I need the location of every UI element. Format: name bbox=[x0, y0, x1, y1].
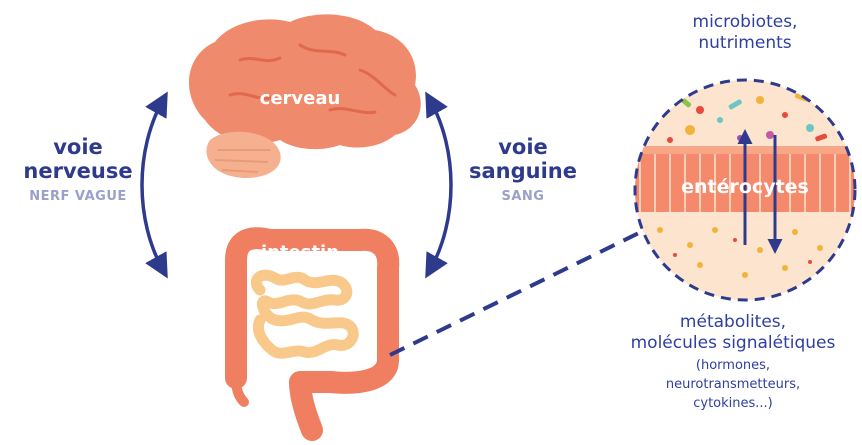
output-label-line3: (hormones, bbox=[608, 356, 858, 375]
enterocytes-label: entérocytes bbox=[660, 176, 830, 198]
left-pathway-arrow bbox=[142, 100, 163, 270]
zoom-connector-line bbox=[390, 230, 645, 355]
right-pathway-title-line1: voie bbox=[462, 135, 584, 159]
left-pathway-title-line1: voie bbox=[18, 135, 138, 159]
brain-label: cerveau bbox=[245, 88, 355, 109]
output-label-line2: molécules signalétiques bbox=[608, 333, 858, 354]
output-label-line5: cytokines...) bbox=[608, 394, 858, 413]
right-pathway-arrow bbox=[430, 100, 451, 270]
right-pathway-title-line2: sanguine bbox=[462, 159, 584, 183]
brain-cerebrum bbox=[189, 14, 421, 149]
right-pathway-subtitle: SANG bbox=[462, 189, 584, 204]
right-pathway-label: voie sanguine SANG bbox=[462, 135, 584, 204]
input-label-line1: microbiotes, bbox=[640, 12, 850, 33]
left-pathway-title-line2: nerveuse bbox=[18, 159, 138, 183]
output-label-line4: neurotransmetteurs, bbox=[608, 375, 858, 394]
output-label-line1: métabolites, bbox=[608, 312, 858, 333]
input-label-line2: nutriments bbox=[640, 33, 850, 54]
output-label: métabolites, molécules signalétiques (ho… bbox=[608, 312, 858, 413]
intestine-label: intestin bbox=[240, 242, 360, 263]
input-label: microbiotes, nutriments bbox=[640, 12, 850, 54]
left-pathway-subtitle: NERF VAGUE bbox=[18, 189, 138, 204]
left-pathway-label: voie nerveuse NERF VAGUE bbox=[18, 135, 138, 204]
small-intestine bbox=[256, 275, 353, 353]
intestine-illustration bbox=[236, 238, 388, 430]
